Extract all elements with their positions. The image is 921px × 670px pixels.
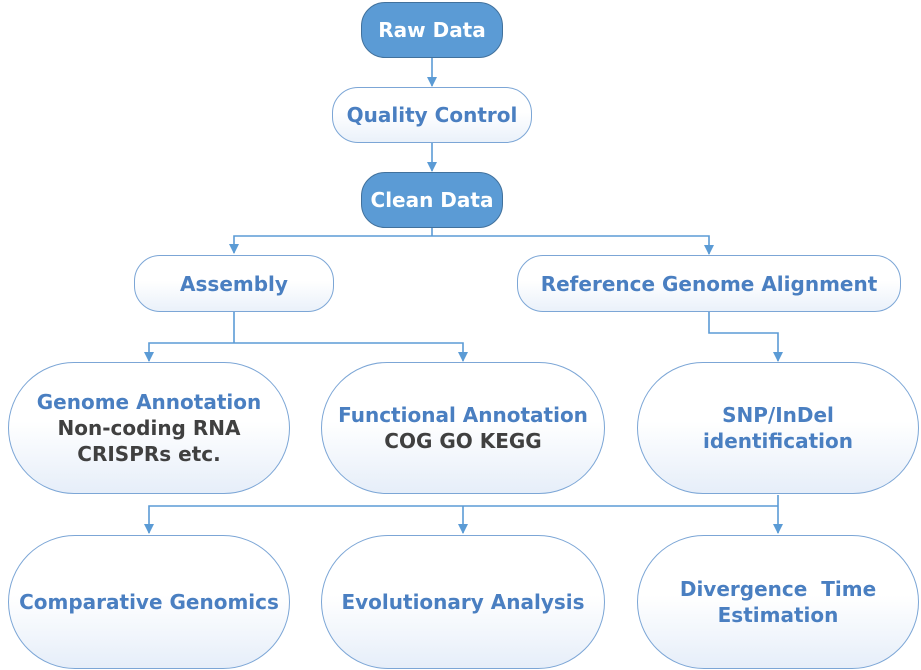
node-snp-indel-label: SNP/InDel — [722, 403, 834, 427]
node-snp-indel: SNP/InDel identification — [637, 362, 919, 494]
node-divergence-time-line2: Estimation — [717, 603, 839, 627]
edge-clean-to-assembly — [229, 235, 432, 254]
node-comparative-genomics-label: Comparative Genomics — [19, 590, 279, 614]
node-evolutionary-analysis: Evolutionary Analysis — [321, 535, 605, 669]
node-reference-genome-alignment-label: Reference Genome Alignment — [540, 271, 878, 296]
node-divergence-time-label: Divergence Time — [679, 577, 877, 601]
node-raw-data-label: Raw Data — [378, 18, 486, 42]
node-functional-annotation-line2: COG GO KEGG — [384, 429, 542, 453]
node-genome-annotation-line2: Non-coding RNA — [57, 416, 241, 440]
node-clean-data-label: Clean Data — [370, 188, 494, 212]
node-functional-annotation-label: Functional Annotation — [338, 403, 588, 427]
node-assembly-label: Assembly — [180, 271, 288, 296]
node-reference-genome-alignment: Reference Genome Alignment — [517, 255, 901, 312]
node-evolutionary-analysis-label: Evolutionary Analysis — [341, 590, 585, 614]
edge-assembly-to-genome-annotation — [144, 342, 234, 362]
edge-reference-to-snp — [708, 312, 783, 362]
node-clean-data: Clean Data — [361, 172, 503, 228]
node-snp-indel-line2: identification — [703, 429, 853, 453]
node-comparative-genomics: Comparative Genomics — [8, 535, 290, 669]
edge-assembly-to-functional-annotation — [234, 342, 468, 362]
node-divergence-time: Divergence Time Estimation — [637, 535, 919, 669]
node-assembly: Assembly — [134, 255, 334, 312]
node-quality-control-label: Quality Control — [346, 103, 518, 127]
node-genome-annotation-label: Genome Annotation — [36, 390, 262, 414]
edge-clean-to-reference — [432, 235, 714, 255]
node-genome-annotation-line3: CRISPRs etc. — [77, 442, 221, 466]
node-quality-control: Quality Control — [332, 87, 532, 143]
node-functional-annotation: Functional Annotation COG GO KEGG — [321, 362, 605, 494]
node-raw-data: Raw Data — [361, 2, 503, 58]
node-genome-annotation: Genome Annotation Non-coding RNA CRISPRs… — [8, 362, 290, 494]
edge-snp-to-comparative — [144, 505, 778, 534]
